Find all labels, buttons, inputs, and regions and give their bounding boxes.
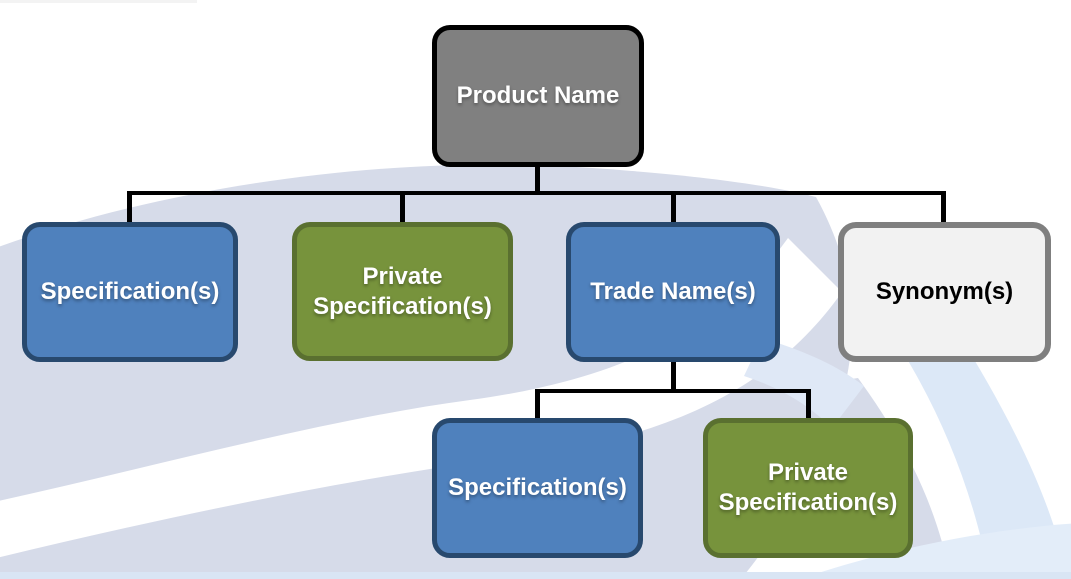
connector-drop-synonym: [941, 193, 946, 223]
node-label: Trade Name(s): [590, 278, 756, 305]
node-specifications-level2: Specification(s): [22, 222, 238, 362]
watermark-white-gap: [0, 238, 842, 558]
connector-root-stub: [535, 166, 540, 193]
watermark-blue-arc: [904, 328, 1068, 579]
node-trade-names: Trade Name(s): [566, 222, 780, 362]
node-private-specifications-level3: Private Specification(s): [703, 418, 913, 558]
node-label: Synonym(s): [875, 278, 1014, 305]
node-synonyms: Synonym(s): [838, 222, 1051, 362]
watermark-corner-wedge: [800, 523, 1071, 579]
node-specifications-level3: Specification(s): [432, 418, 643, 558]
connector-drop-spec2: [535, 391, 540, 420]
connector-level2-rail: [127, 191, 946, 195]
node-label: Private Specification(s): [313, 262, 492, 320]
node-label: Specification(s): [448, 474, 627, 501]
connector-drop-trade: [671, 193, 676, 223]
connector-trade-stub: [671, 360, 676, 392]
node-label: Private Specification(s): [718, 459, 898, 516]
node-label: Specification(s): [40, 278, 220, 305]
node-private-specifications-level2: Private Specification(s): [292, 222, 513, 361]
connector-drop-private2: [806, 391, 811, 420]
watermark-bottom-strip: [0, 572, 1071, 579]
watermark-blue-wisp: [744, 338, 864, 428]
top-edge-line: [0, 0, 197, 3]
node-product-name: Product Name: [432, 25, 644, 167]
connector-drop-private1: [400, 193, 405, 223]
connector-level3-rail: [535, 389, 811, 393]
connector-drop-spec1: [127, 193, 132, 223]
node-label: Product Name: [456, 82, 620, 109]
